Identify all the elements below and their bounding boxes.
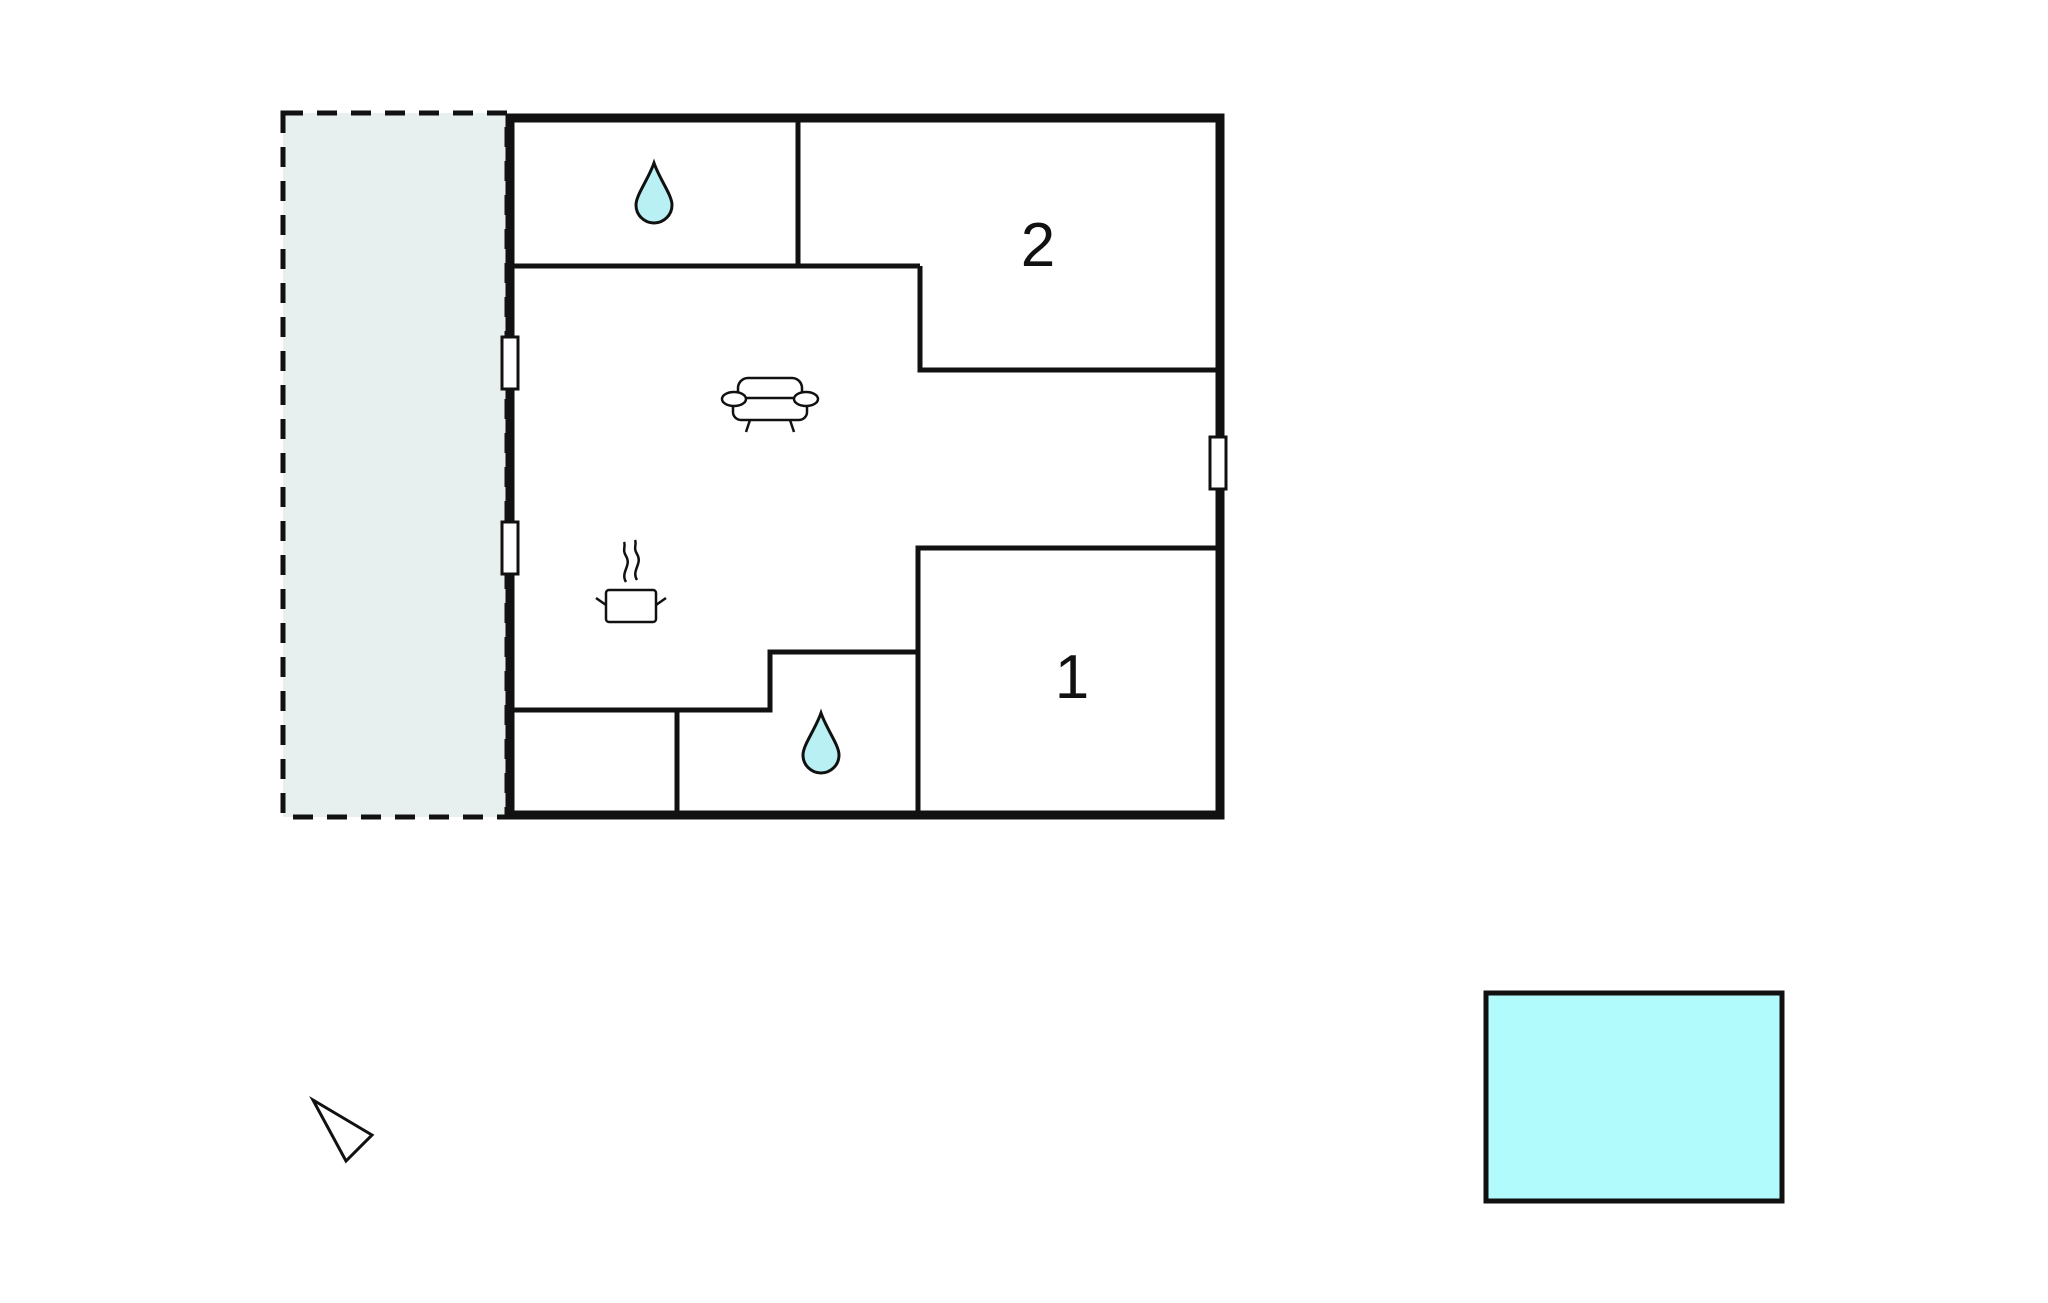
north-arrow-icon <box>309 1095 375 1164</box>
water-drop-icon <box>634 158 674 225</box>
room-label-2: 2 <box>1021 211 1055 280</box>
sofa-icon <box>720 376 820 433</box>
terrace-area <box>280 110 510 820</box>
water-drop-icon <box>801 708 841 775</box>
outer-walls <box>505 113 1225 820</box>
window-west-upper <box>500 335 520 391</box>
interior-walls <box>510 118 1216 815</box>
pool <box>1483 990 1785 1204</box>
window-west-lower <box>500 520 520 576</box>
cooking-pot-icon <box>595 539 667 624</box>
room-label-1: 1 <box>1055 643 1089 712</box>
windows <box>500 335 1228 576</box>
window-east <box>1208 435 1228 491</box>
